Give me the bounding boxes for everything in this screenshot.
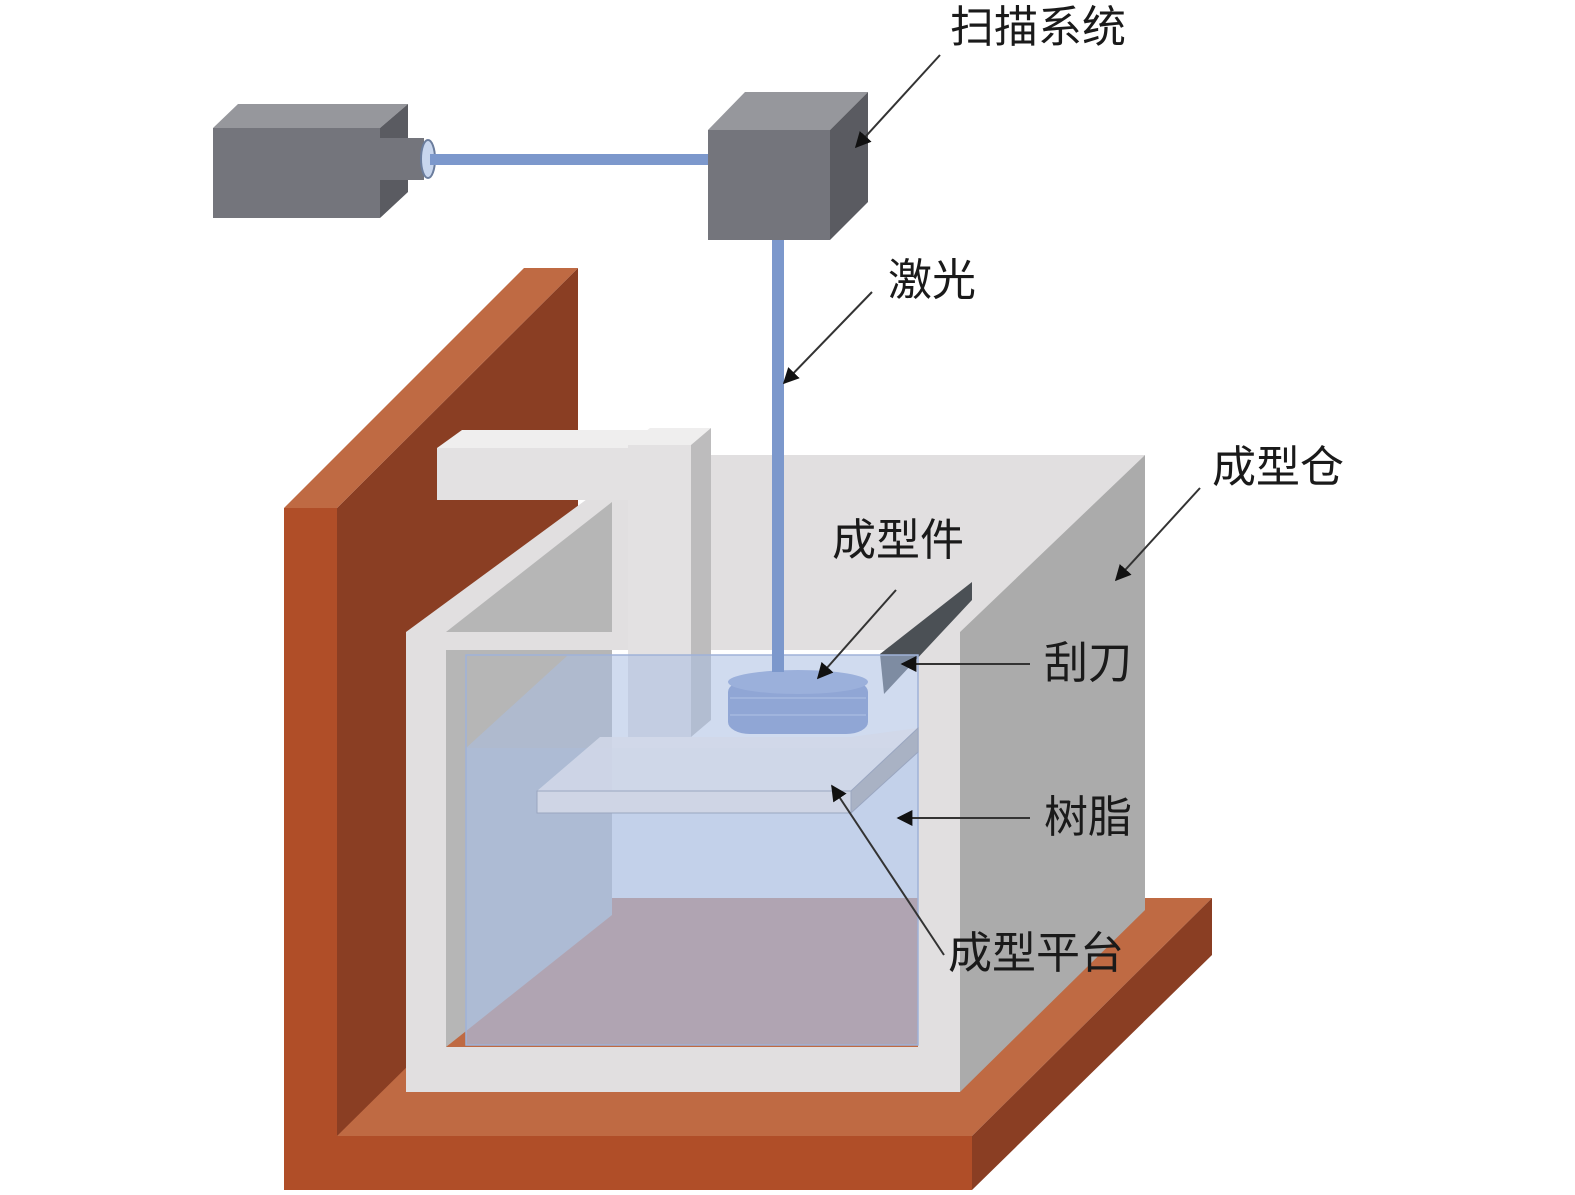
frame-column-top: [284, 268, 578, 508]
laser-source-top: [213, 104, 408, 128]
scanning-system: [708, 92, 868, 240]
frame-base-front: [337, 1136, 972, 1190]
resin-volume: [465, 654, 919, 1046]
scanner-top: [708, 92, 868, 130]
arm-horizontal-top: [437, 430, 650, 448]
label-build-platform: 成型平台: [948, 928, 1124, 979]
frame-base-side: [972, 898, 1212, 1190]
leader-build-part: [816, 589, 897, 680]
chamber-right-side: [960, 455, 1145, 1092]
label-scan-system: 扫描系统: [950, 2, 1126, 53]
laser-lens: [380, 138, 424, 180]
resin-outline: [465, 654, 919, 1046]
resin-top-surface: [466, 655, 918, 748]
label-resin: 树脂: [1044, 792, 1132, 843]
leader-scan-system: [854, 54, 941, 149]
platform-top: [537, 728, 918, 791]
label-scraper: 刮刀: [1044, 638, 1132, 689]
scanner-side: [830, 92, 868, 240]
laser-source: [213, 104, 436, 218]
leader-build-platform: [831, 784, 945, 956]
leader-lines: [782, 54, 1201, 956]
labels: 扫描系统 激光 成型仓 成型件 刮刀 树脂 成型平台: [832, 2, 1344, 979]
scanner-front: [708, 130, 830, 240]
chamber-inner-back: [612, 470, 1118, 632]
laser-beam-horizontal: [430, 154, 710, 165]
build-platform: [536, 726, 919, 815]
platform-front: [536, 790, 852, 814]
leader-build-chamber: [1114, 487, 1201, 582]
arm-horizontal-front: [437, 448, 628, 500]
label-build-part: 成型件: [832, 515, 964, 566]
laser-beam-vertical: [772, 240, 784, 672]
platform-side: [850, 726, 919, 815]
label-laser: 激光: [888, 255, 976, 306]
arm-vertical-top: [628, 428, 711, 445]
laser-source-front: [213, 128, 380, 218]
frame-column-front: [284, 508, 337, 1190]
leader-laser: [782, 291, 873, 385]
label-build-chamber: 成型仓: [1212, 442, 1344, 493]
